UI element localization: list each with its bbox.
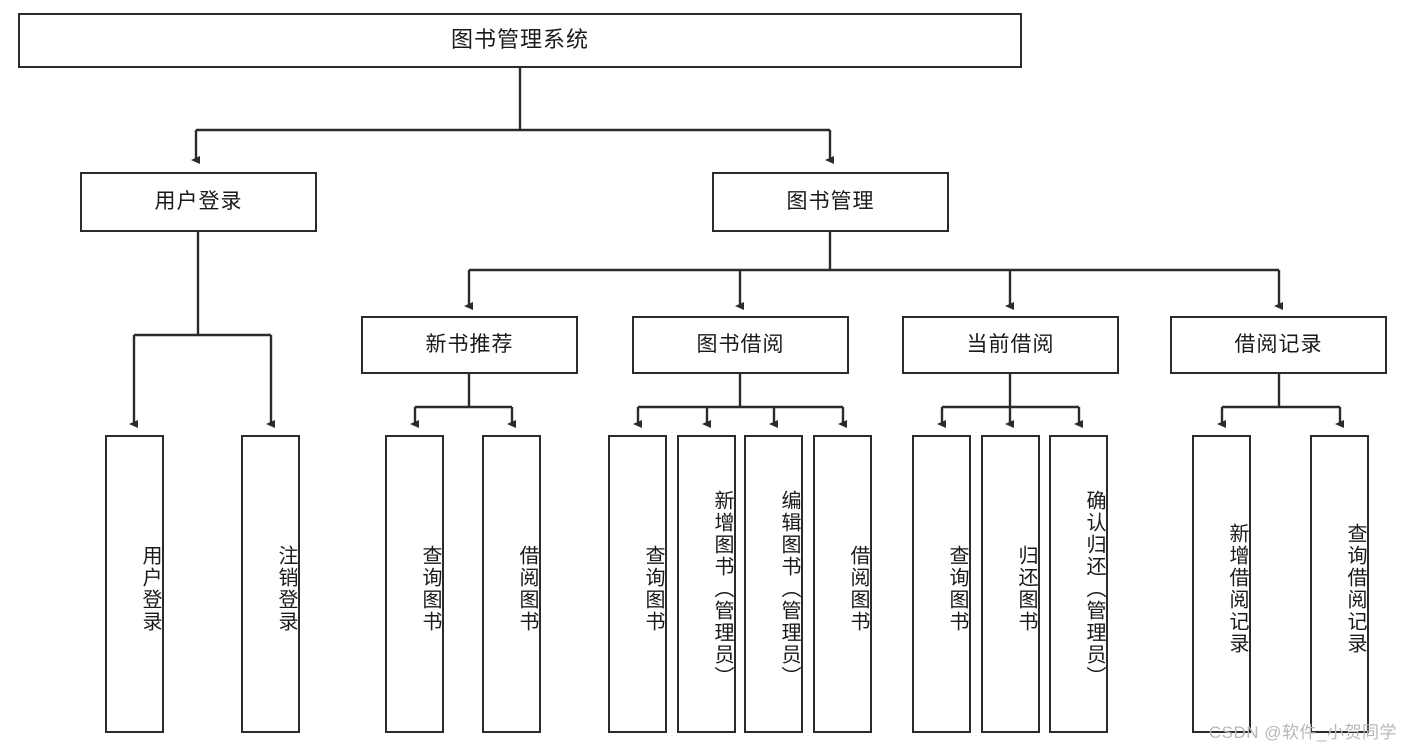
leaf-user-login-signout[interactable]: 注销登录 [241, 435, 300, 733]
node-label: 新书推荐 [425, 333, 514, 357]
leaf-book-borrow-edit[interactable]: 编辑图书（管理员） [744, 435, 803, 733]
node-label: 查询图书 [419, 545, 441, 633]
node-label: 确认归还（管理员） [1083, 490, 1105, 688]
node-label: 编辑图书（管理员） [778, 490, 800, 688]
leaf-current-borrow-query[interactable]: 查询图书 [912, 435, 971, 733]
node-label: 借阅图书 [516, 545, 538, 633]
csdn-watermark: CSDN @软件_小贺同学 [1208, 723, 1397, 742]
node-label: 当前借阅 [966, 333, 1055, 357]
node-current-borrow[interactable]: 当前借阅 [902, 316, 1119, 374]
node-root-system[interactable]: 图书管理系统 [18, 13, 1022, 68]
leaf-book-borrow-borrow[interactable]: 借阅图书 [813, 435, 872, 733]
leaf-current-borrow-confirm-return[interactable]: 确认归还（管理员） [1049, 435, 1108, 733]
leaf-borrow-record-add[interactable]: 新增借阅记录 [1192, 435, 1251, 733]
node-new-book-recommend[interactable]: 新书推荐 [361, 316, 578, 374]
node-user-login[interactable]: 用户登录 [80, 172, 317, 232]
node-label: 用户登录 [154, 190, 243, 214]
node-label: 图书管理 [786, 190, 875, 214]
leaf-book-borrow-query[interactable]: 查询图书 [608, 435, 667, 733]
node-label: 查询图书 [642, 545, 664, 633]
node-label: 图书借阅 [696, 333, 785, 357]
leaf-new-book-query[interactable]: 查询图书 [385, 435, 444, 733]
node-label: 注销登录 [275, 545, 297, 633]
node-borrow-record[interactable]: 借阅记录 [1170, 316, 1387, 374]
leaf-borrow-record-query[interactable]: 查询借阅记录 [1310, 435, 1369, 733]
node-label: 借阅图书 [847, 545, 869, 633]
node-book-borrow[interactable]: 图书借阅 [632, 316, 849, 374]
node-book-management[interactable]: 图书管理 [712, 172, 949, 232]
node-label: 用户登录 [139, 545, 161, 633]
leaf-new-book-borrow[interactable]: 借阅图书 [482, 435, 541, 733]
node-label: 新增借阅记录 [1226, 523, 1248, 655]
leaf-user-login-signin[interactable]: 用户登录 [105, 435, 164, 733]
node-label: 查询借阅记录 [1344, 523, 1366, 655]
node-label: 查询图书 [946, 545, 968, 633]
leaf-current-borrow-return[interactable]: 归还图书 [981, 435, 1040, 733]
node-label: 归还图书 [1015, 545, 1037, 633]
node-label: 借阅记录 [1234, 333, 1323, 357]
node-label: 新增图书（管理员） [711, 490, 733, 688]
node-label: 图书管理系统 [450, 27, 589, 53]
leaf-book-borrow-add[interactable]: 新增图书（管理员） [677, 435, 736, 733]
